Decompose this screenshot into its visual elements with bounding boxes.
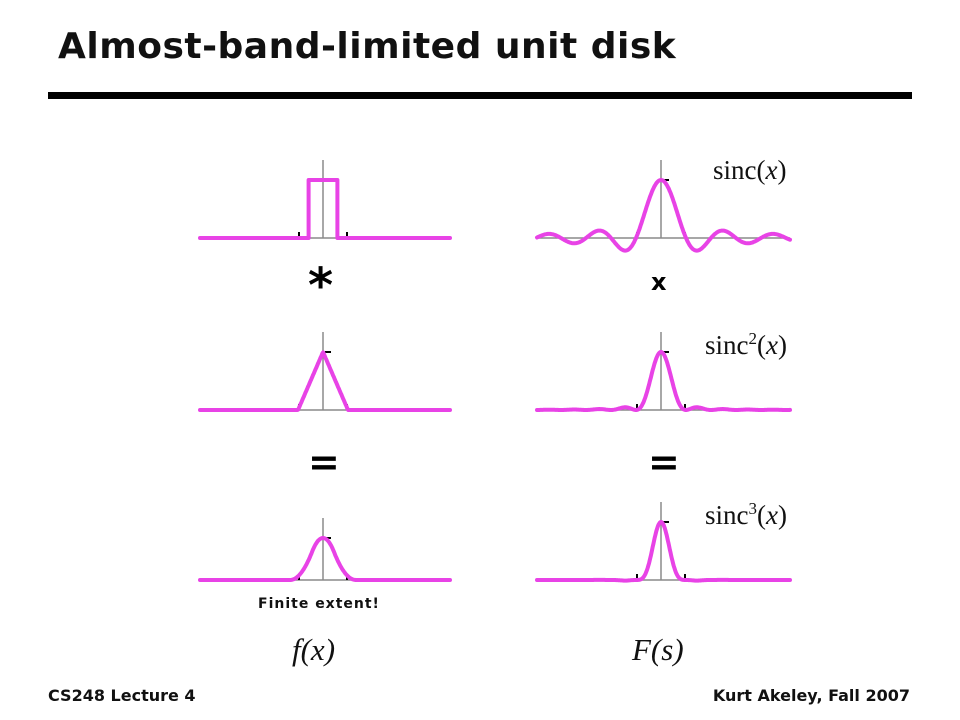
- bspline-curve: [198, 536, 452, 582]
- sinc3-curve: [535, 520, 792, 583]
- sinc-label: sinc(x): [713, 155, 787, 185]
- sinc-curve: [535, 178, 792, 253]
- triangle-curve: [198, 350, 452, 412]
- sinc-squared-label: sinc2(x): [705, 329, 787, 360]
- convolve-operator: *: [308, 258, 334, 314]
- slide-title: Almost-band-limited unit disk: [58, 26, 677, 67]
- sinc-cubed-label: sinc3(x): [705, 499, 787, 530]
- finite-extent-note: Finite extent!: [258, 596, 380, 612]
- multiply-operator: x: [651, 268, 667, 296]
- spatial-domain-label: f(x): [292, 632, 336, 667]
- title-rule: [48, 92, 912, 99]
- equals-operator-left: =: [308, 440, 340, 484]
- footer-author: Kurt Akeley, Fall 2007: [712, 686, 910, 705]
- frequency-domain-label: F(s): [632, 632, 684, 667]
- footer-lecture: CS248 Lecture 4: [48, 686, 196, 705]
- box-curve: [198, 178, 452, 240]
- equals-operator-right: =: [648, 440, 680, 484]
- sinc2-curve: [535, 350, 792, 412]
